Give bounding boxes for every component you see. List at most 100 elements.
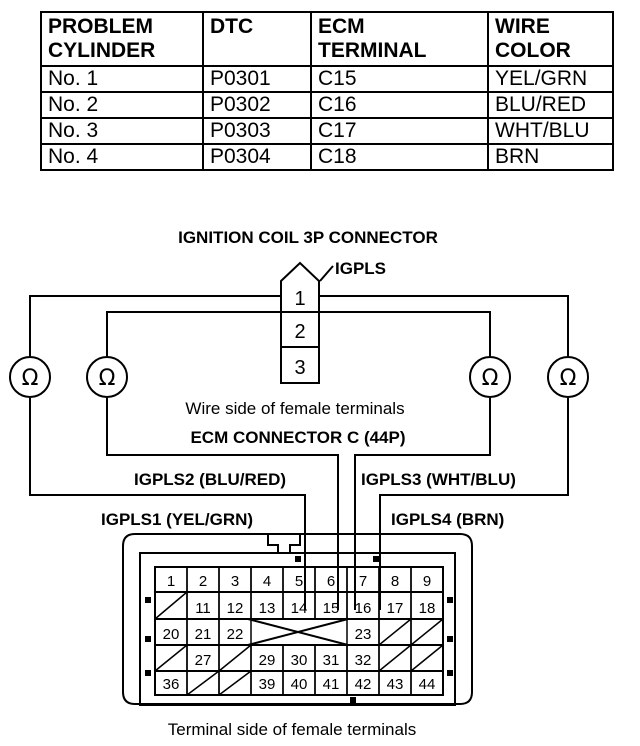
table-cell: P0301 — [202, 65, 312, 93]
igpls3-label: IGPLS3 (WHT/BLU) — [361, 470, 516, 489]
table-cell: P0304 — [202, 143, 312, 171]
header-text: DTC — [210, 15, 254, 38]
pin-number: 3 — [231, 573, 239, 590]
pin-number: 14 — [291, 600, 308, 617]
ohm-meter-4 — [547, 356, 589, 398]
ohm-symbol: Ω — [560, 366, 577, 391]
pin-number: 22 — [227, 626, 244, 643]
header-ecm-terminal: ECM TERMINAL — [310, 11, 489, 67]
pin-number: 23 — [355, 626, 372, 643]
header-dtc: DTC — [202, 11, 312, 67]
igpls1-label: IGPLS1 (YEL/GRN) — [101, 510, 253, 529]
table-cell: BRN — [487, 143, 614, 171]
pin-number: 8 — [391, 573, 399, 590]
pin-number: 17 — [387, 600, 404, 617]
table-row: No. 4 P0304 C18 BRN — [40, 143, 614, 171]
pin-number: 13 — [259, 600, 276, 617]
pin-number: 42 — [355, 676, 372, 693]
blank-pin-slash — [378, 618, 412, 646]
table-cell: C17 — [310, 117, 489, 145]
header-text: WIRE COLOR — [495, 15, 571, 62]
pin-number: 36 — [163, 676, 180, 693]
wire-side-label: Wire side of female terminals — [185, 399, 404, 418]
blank-pin-slash — [186, 670, 220, 696]
pin-number: 9 — [423, 573, 431, 590]
coil-pin-1: 1 — [294, 288, 305, 310]
wire-igpls3 — [354, 398, 491, 568]
table-header-row: PROBLEM CYLINDER DTC ECM TERMINAL WIRE C… — [40, 11, 614, 67]
pin-number: 41 — [323, 676, 340, 693]
table-row: No. 2 P0302 C16 BLU/RED — [40, 91, 614, 119]
header-problem-cylinder: PROBLEM CYLINDER — [40, 11, 204, 67]
ohm-symbol: Ω — [482, 366, 499, 391]
pin-number: 2 — [199, 573, 207, 590]
header-wire-color: WIRE COLOR — [487, 11, 614, 67]
wire-igpls2 — [106, 398, 339, 568]
blank-pin-slash — [218, 670, 252, 696]
blank-pin-slash — [218, 644, 252, 672]
pin-number: 27 — [195, 652, 212, 669]
wire-igpls1 — [29, 398, 306, 568]
pin-number: 4 — [263, 573, 271, 590]
table-cell: C15 — [310, 65, 489, 93]
pin-number: 20 — [163, 626, 180, 643]
igpls-leader — [319, 265, 334, 282]
ignition-coil-title: IGNITION COIL 3P CONNECTOR — [178, 228, 438, 247]
blank-pin-slash — [378, 644, 412, 672]
wire-meter2-top — [106, 311, 281, 356]
blank-pin-slash — [154, 644, 188, 672]
wire-igpls4 — [379, 398, 569, 568]
pin-number: 11 — [195, 600, 211, 617]
igpls4-label: IGPLS4 (BRN) — [391, 510, 504, 529]
wire-meter1-top — [29, 295, 281, 356]
connector-latch — [289, 534, 301, 553]
pin-number: 15 — [323, 600, 340, 617]
coil-pin-2: 2 — [294, 321, 305, 343]
table-cell: C18 — [310, 143, 489, 171]
ohm-meter-3 — [469, 356, 511, 398]
table-cell: BLU/RED — [487, 91, 614, 119]
pin-number: 30 — [291, 652, 308, 669]
pin-number: 29 — [259, 652, 276, 669]
ecm-connector-housing — [122, 533, 473, 705]
pin-number: 6 — [327, 573, 335, 590]
header-text: ECM TERMINAL — [318, 15, 427, 62]
pin-number: 32 — [355, 652, 372, 669]
blank-pin-slash — [410, 618, 444, 646]
blank-cross — [247, 618, 349, 646]
blank-pin-slash — [410, 644, 444, 672]
blank-pin-slash — [154, 591, 188, 620]
pin-number: 12 — [227, 600, 244, 617]
igpls2-label: IGPLS2 (BLU/RED) — [134, 470, 286, 489]
igpls-label: IGPLS — [335, 259, 386, 278]
table-cell: P0302 — [202, 91, 312, 119]
dtc-table: PROBLEM CYLINDER DTC ECM TERMINAL WIRE C… — [40, 11, 614, 171]
ohm-symbol: Ω — [99, 366, 116, 391]
pin-number: 1 — [167, 573, 175, 590]
connector-markers — [145, 556, 453, 703]
ohm-symbol: Ω — [22, 366, 39, 391]
connector-latch — [267, 534, 279, 553]
pin-number: 18 — [419, 600, 436, 617]
pin-number: 16 — [355, 600, 372, 617]
ecm-connector-title: ECM CONNECTOR C (44P) — [190, 428, 405, 447]
coil-pin-3: 3 — [294, 357, 305, 379]
table-cell: No. 1 — [40, 65, 204, 93]
pin-number: 39 — [259, 676, 276, 693]
table-cell: No. 4 — [40, 143, 204, 171]
pin-number: 31 — [323, 652, 340, 669]
terminal-side-label: Terminal side of female terminals — [168, 720, 416, 739]
table-row: No. 3 P0303 C17 WHT/BLU — [40, 117, 614, 145]
pin-number: 7 — [359, 573, 367, 590]
ecm-connector-inner — [139, 552, 456, 706]
table-row: No. 1 P0301 C15 YEL/GRN — [40, 65, 614, 93]
ohm-meter-1 — [9, 356, 51, 398]
pin-number: 43 — [387, 676, 404, 693]
wire-meter3-top — [319, 311, 491, 356]
table-cell: YEL/GRN — [487, 65, 614, 93]
pin-cell — [410, 670, 444, 696]
pin-number: 40 — [291, 676, 308, 693]
table-cell: WHT/BLU — [487, 117, 614, 145]
